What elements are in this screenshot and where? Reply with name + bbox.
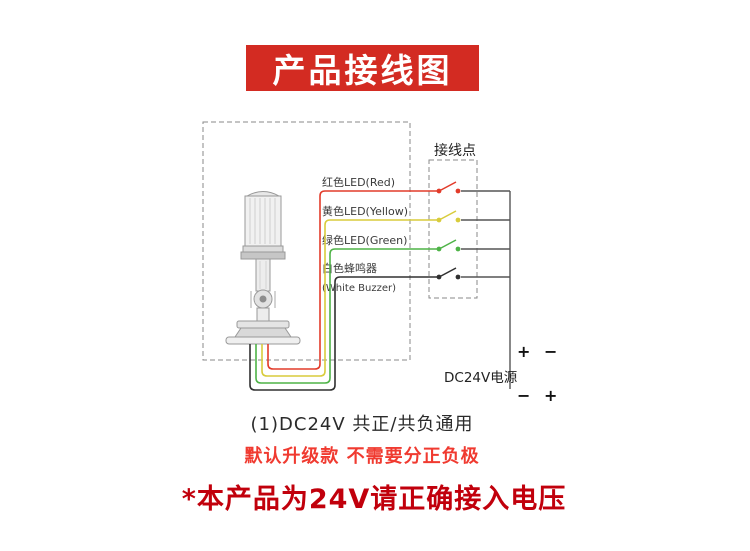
polarity-marks-bottom: − + xyxy=(517,386,561,405)
switch-terminal-buzzer-left xyxy=(436,274,442,280)
wire-label-green: 绿色LED(Green) xyxy=(322,233,407,247)
switch-terminal-buzzer-right xyxy=(455,274,461,280)
base-body xyxy=(234,327,292,338)
wire-yellow-path xyxy=(261,219,437,377)
caption-voltage-warning: *本产品为24V请正确接入电压 xyxy=(181,484,567,515)
junction-dashed-box xyxy=(428,159,478,299)
lamp-stem-lines xyxy=(259,261,267,289)
wire-label-yellow: 黄色LED(Yellow) xyxy=(322,204,408,218)
switch-terminal-yellow-left xyxy=(436,217,442,223)
lamp-top-dome xyxy=(245,191,281,197)
lamp-stem xyxy=(255,258,271,292)
switch-blade-red xyxy=(440,181,457,191)
junction-switches xyxy=(436,181,461,280)
wire-label-buzzer-en: (White Buzzer) xyxy=(322,283,396,294)
wire-black-path xyxy=(249,276,437,391)
switch-blade-green xyxy=(440,239,457,249)
switch-blade-buzzer xyxy=(440,267,457,277)
switch-terminal-red-right xyxy=(455,188,461,194)
power-supply-label: DC24V电源 xyxy=(444,370,518,386)
wires xyxy=(249,190,437,391)
switch-terminal-green-right xyxy=(455,246,461,252)
mount-bracket-arms xyxy=(250,291,276,308)
lamp-lens-ribs xyxy=(249,198,276,244)
wire-green-path xyxy=(255,248,437,384)
wire-label-red: 红色LED(Red) xyxy=(322,175,395,189)
switch-terminal-red-left xyxy=(436,188,442,194)
base-top-plate xyxy=(236,320,290,329)
signal-tower-illustration xyxy=(225,191,301,345)
lamp-collar-lower xyxy=(240,251,286,260)
page-title: 产品接线图 xyxy=(272,51,453,90)
caption-wiring-type: (1)DC24V 共正/共负通用 xyxy=(250,414,474,435)
base-flange xyxy=(225,336,301,345)
page-title-banner: 产品接线图 xyxy=(246,45,479,91)
caption-upgrade-note: 默认升级款 不需要分正负极 xyxy=(244,446,480,467)
wire-label-buzzer: 白色蜂鸣器 xyxy=(322,261,377,275)
switch-terminal-green-left xyxy=(436,246,442,252)
switch-blade-yellow xyxy=(440,210,457,220)
lamp-collar-upper xyxy=(242,245,284,253)
mount-lower-stem xyxy=(256,307,270,322)
bus-connections xyxy=(461,190,511,389)
switch-terminal-yellow-right xyxy=(455,217,461,223)
mount-swivel-pin xyxy=(259,295,267,303)
wire-red-path xyxy=(267,190,437,370)
junction-point-label: 接线点 xyxy=(434,142,476,159)
polarity-marks-top: + − xyxy=(517,342,561,361)
device-dashed-box xyxy=(202,121,411,361)
